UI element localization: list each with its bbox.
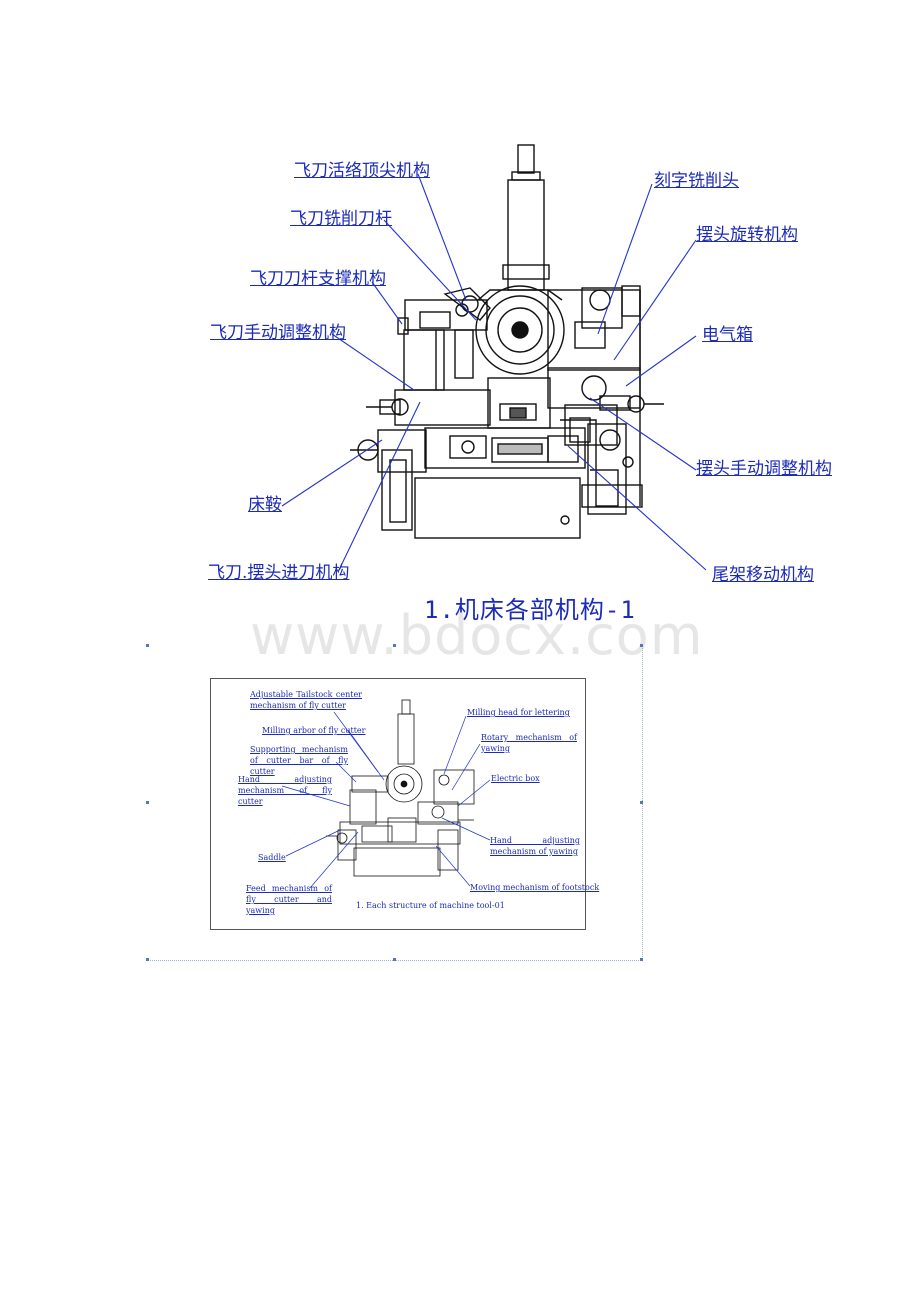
- en-label-electric-box: Electric box: [491, 774, 540, 783]
- resize-handle-bottom[interactable]: [393, 958, 396, 961]
- label-electric-box: 电气箱: [702, 325, 753, 345]
- en-label-hand-adjusting: Hand adjusting mechanism of fly cutter: [238, 775, 332, 806]
- en-label-rotary-mechanism: Rotary mechanism of yawing: [481, 733, 577, 753]
- label-saddle: 床鞍: [248, 495, 282, 515]
- label-rotary-mechanism: 摆头旋转机构: [696, 225, 798, 245]
- label-milling-head: 刻字铣削头: [654, 171, 739, 191]
- label-supporting-mechanism: 飞刀刀杆支撑机构: [250, 269, 386, 289]
- label-hand-adjusting: 飞刀手动调整机构: [210, 323, 346, 343]
- label-adjustable-tailstock: 飞刀活络顶尖机构: [294, 161, 430, 181]
- resize-handle-top-right[interactable]: [640, 644, 643, 647]
- label-feed-mechanism: 飞刀.摆头进刀机构: [208, 563, 350, 583]
- label-hand-adjusting-yawing: 摆头手动调整机构: [696, 459, 832, 479]
- en-label-adjustable-tailstock: Adjustable Tailstock center mechanism of…: [250, 690, 362, 710]
- label-moving-footstock: 尾架移动机构: [712, 565, 814, 585]
- en-label-moving-footstock: Moving mechanism of footstock: [470, 883, 600, 892]
- resize-handle-top-left[interactable]: [146, 644, 149, 647]
- label-milling-arbor: 飞刀铣削刀杆: [290, 209, 392, 229]
- figure-caption-top: 1.机床各部机构-1: [424, 596, 636, 624]
- resize-handle-bottom-left[interactable]: [146, 958, 149, 961]
- en-label-milling-head: Milling head for lettering: [467, 708, 570, 717]
- figure-caption-bottom: 1. Each structure of machine tool-01: [356, 901, 505, 910]
- resize-handle-bottom-right[interactable]: [640, 958, 643, 961]
- en-label-milling-arbor: Milling arbor of fly cutter: [262, 726, 366, 735]
- machine-drawing-top: [281, 144, 707, 573]
- en-label-saddle: Saddle: [258, 853, 286, 862]
- resize-handle-top[interactable]: [393, 644, 396, 647]
- watermark-text: www.bdocx.com: [250, 604, 704, 667]
- en-label-feed-mechanism: Feed mechanism of fly cutter and yawing: [246, 884, 332, 915]
- en-label-hand-adjusting-yawing: Hand adjusting mechanism of yawing: [490, 836, 580, 856]
- resize-handle-left[interactable]: [146, 801, 149, 804]
- en-label-supporting-mechanism: Supporting mechanism of cutter bar of fl…: [250, 745, 348, 776]
- resize-handle-right[interactable]: [640, 801, 643, 804]
